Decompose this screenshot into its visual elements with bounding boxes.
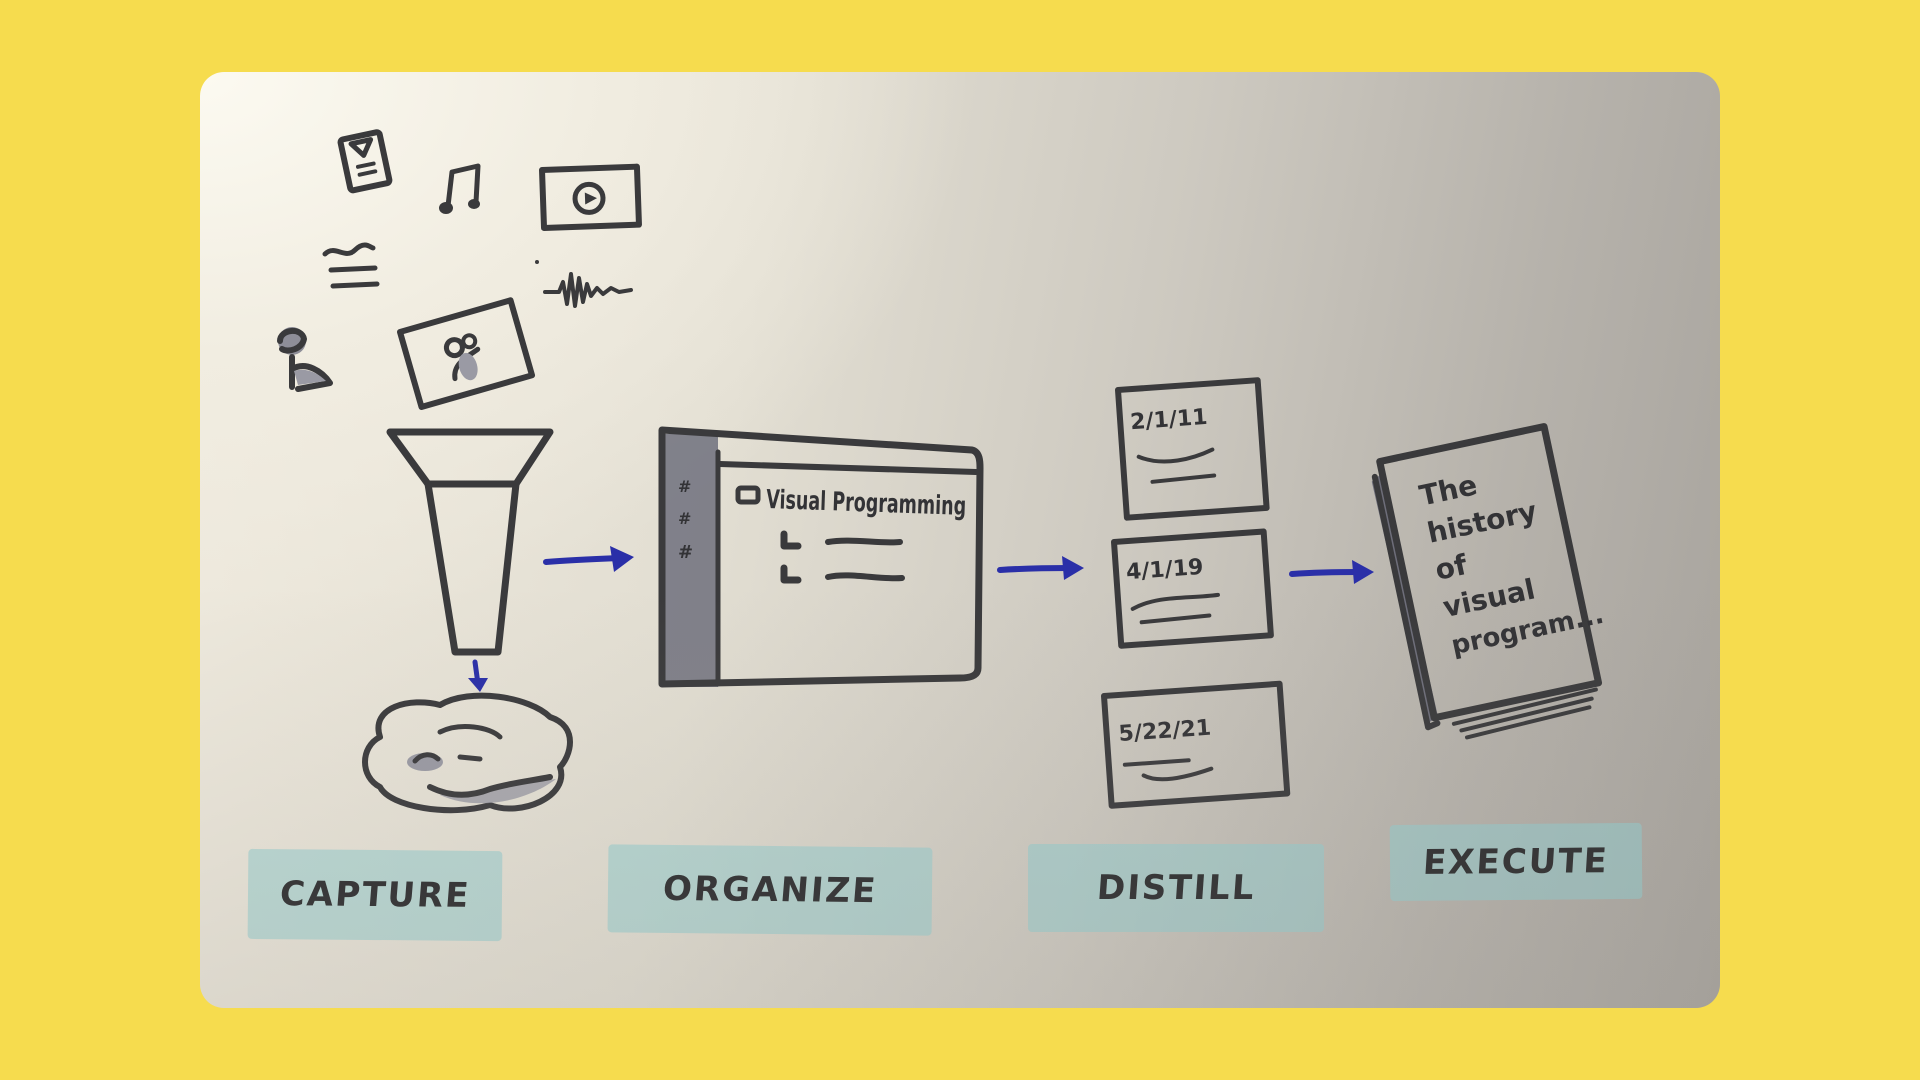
arrow-distill-to-execute <box>1289 560 1374 584</box>
photo-icon <box>397 297 536 410</box>
diagram-drawing: # # # Visual Programming 2/1/11 4/1/19 <box>277 129 1607 814</box>
paper-sketch: # # # Visual Programming 2/1/11 4/1/19 <box>200 72 1720 1008</box>
funnel-icon <box>386 428 554 656</box>
sidebar-symbol-3: # <box>678 542 693 563</box>
music-note-icon <box>439 163 481 214</box>
video-player-icon <box>539 163 642 231</box>
stage-label-distill: DISTILL <box>1028 844 1324 932</box>
document-icon <box>337 129 393 194</box>
note-card-2: 4/1/19 <box>1111 528 1274 649</box>
person-icon <box>277 327 333 392</box>
stage-label-capture: CAPTURE <box>247 848 503 942</box>
stage-label-distill-text: DISTILL <box>1095 868 1257 908</box>
note-card-3: 5/22/21 <box>1101 680 1291 809</box>
stage-label-execute-text: EXECUTE <box>1421 841 1611 883</box>
text-lines-icon <box>322 242 380 289</box>
note-card-1: 2/1/11 <box>1115 377 1270 521</box>
note-date-1: 2/1/11 <box>1129 405 1208 435</box>
book-icon: The history of visual program... <box>1371 423 1607 740</box>
sidebar-symbol-2: # <box>678 509 691 528</box>
note-date-3: 5/22/21 <box>1118 716 1212 747</box>
sidebar-symbol-1: # <box>678 477 691 496</box>
audio-waveform-icon <box>535 260 633 308</box>
arrow-capture-to-organize <box>543 546 634 572</box>
note-date-2: 4/1/19 <box>1125 555 1204 585</box>
book-title-line-3: of <box>1432 548 1470 587</box>
app-window-icon: # # # Visual Programming <box>658 426 984 688</box>
arrow-down-icon <box>468 659 488 692</box>
stage-label-organize: ORGANIZE <box>607 844 933 936</box>
book-title-line-1: The <box>1416 468 1480 512</box>
brain-icon <box>362 692 573 814</box>
stage-label-organize-text: ORGANIZE <box>661 868 879 912</box>
window-title: Visual Programming <box>766 485 967 522</box>
arrow-organize-to-distill <box>997 556 1084 580</box>
stage-label-execute: EXECUTE <box>1389 822 1643 902</box>
stage-label-capture-text: CAPTURE <box>278 874 472 916</box>
